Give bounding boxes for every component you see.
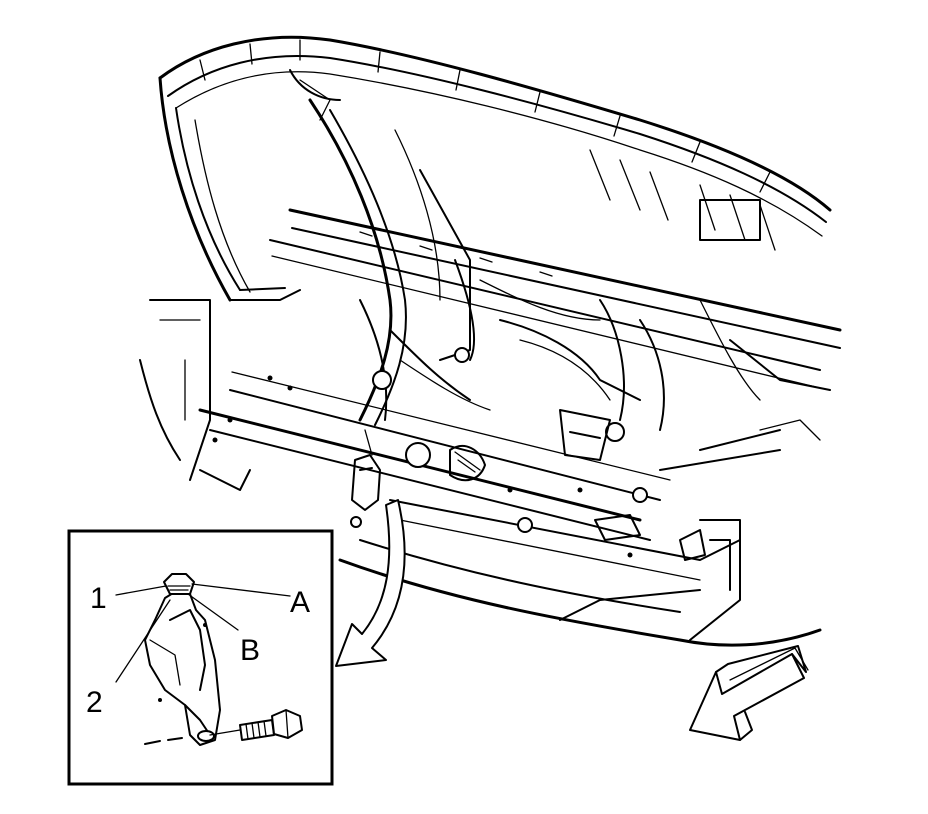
zoom-detail-arrow-icon bbox=[335, 499, 406, 667]
detail-inset: 1 A B 2 bbox=[67, 529, 334, 786]
callout-b: B bbox=[240, 634, 260, 667]
callout-a: A bbox=[290, 586, 310, 619]
callout-2: 2 bbox=[86, 686, 103, 719]
front-direction-arrow-icon bbox=[689, 645, 809, 741]
callout-1: 1 bbox=[90, 582, 107, 615]
vehicle-body-illustration bbox=[139, 35, 842, 647]
